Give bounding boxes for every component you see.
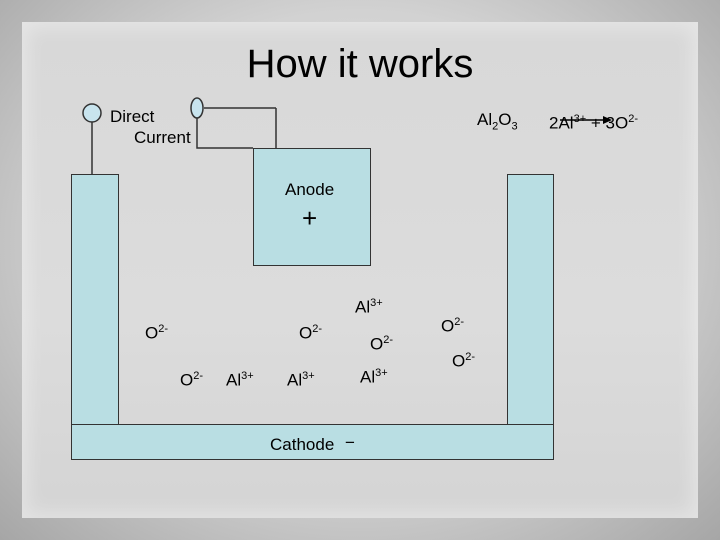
negative-terminal-icon	[82, 103, 102, 123]
ion-label: O2-	[180, 370, 204, 390]
cathode-base	[71, 424, 554, 460]
reactant-formula: Al2O3	[477, 110, 518, 133]
positive-terminal-icon	[190, 97, 204, 119]
cathode-sign: −	[345, 433, 355, 452]
anode-sign: +	[302, 203, 318, 233]
ion-label: Al3+	[287, 370, 315, 390]
ion-label: Al3+	[355, 297, 383, 317]
arrow-head-icon	[603, 116, 612, 124]
cell-wall-right	[507, 174, 554, 426]
ion-label: O2-	[299, 323, 323, 343]
ion-label: O2-	[441, 316, 465, 336]
ion-label: Al3+	[360, 367, 388, 387]
power-label-direct: Direct	[110, 107, 155, 126]
power-label-current: Current	[134, 128, 191, 147]
ion-label: O2-	[452, 351, 476, 371]
slide-title: How it works	[246, 42, 474, 86]
cell-wall-left	[71, 174, 119, 426]
ion-label: Al3+	[226, 370, 254, 390]
anode-block	[253, 148, 371, 266]
anode-label: Anode	[285, 180, 335, 199]
ion-label: O2-	[370, 334, 394, 354]
cathode-label: Cathode	[270, 435, 335, 454]
ion-label: O2-	[145, 323, 169, 343]
product-formula: 2Al3+ + 3O2-	[549, 113, 638, 133]
